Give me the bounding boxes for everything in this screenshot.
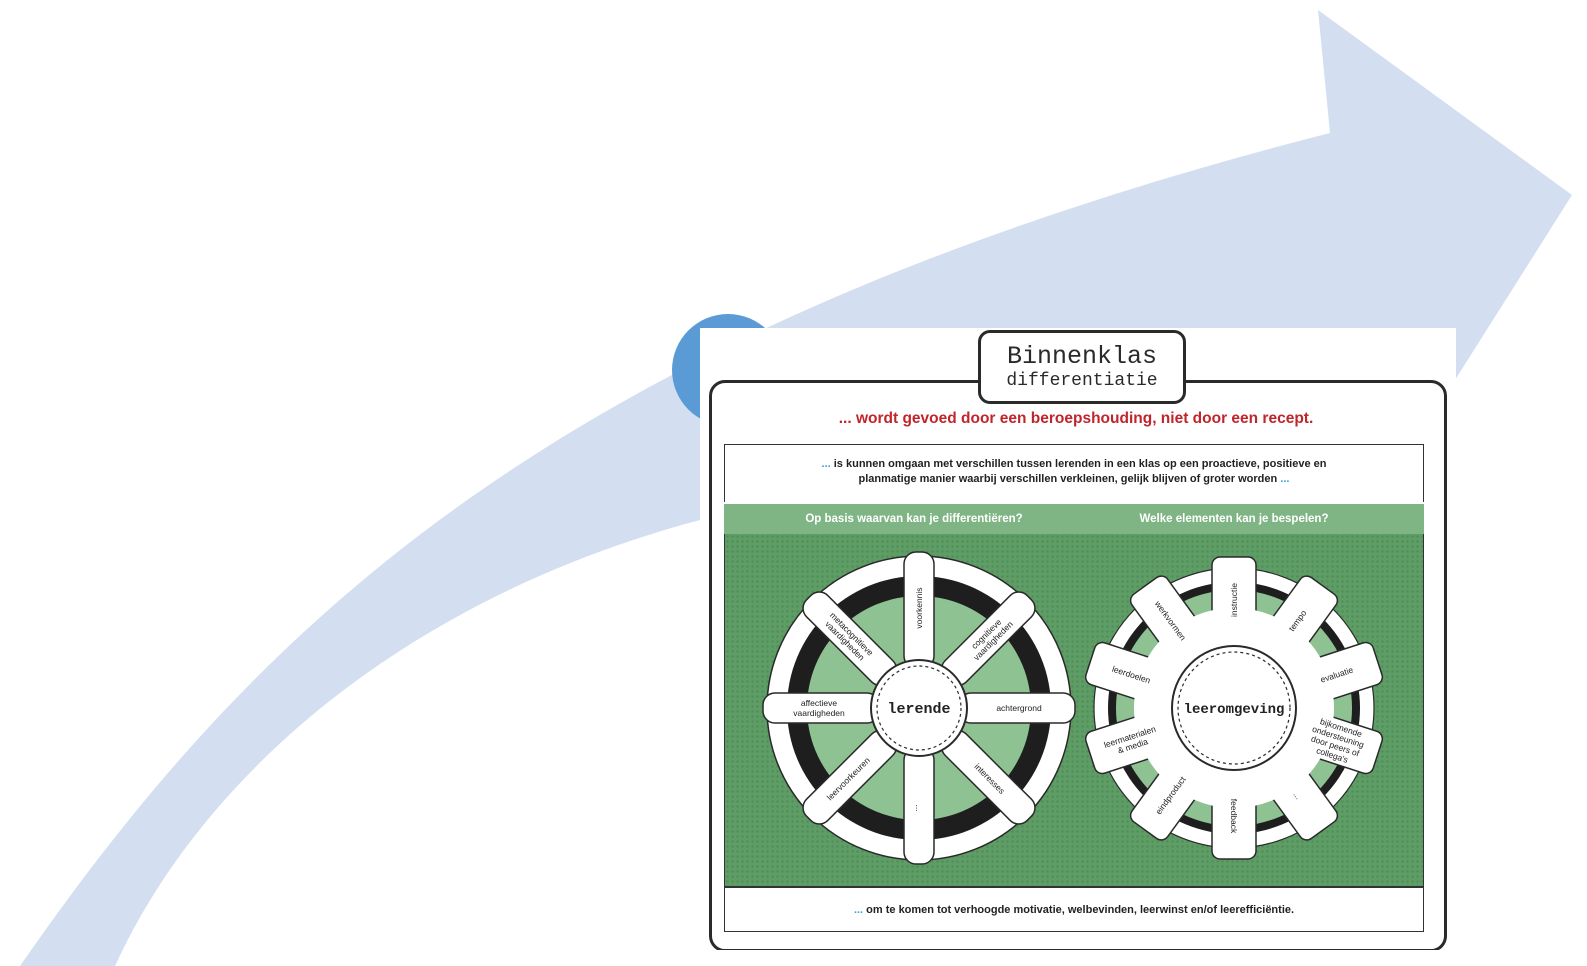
ellipsis-end: ... (1280, 473, 1290, 485)
question-right: Welke elementen kan je bespelen? (1139, 513, 1329, 525)
spoke-label: achtergrond (996, 703, 1042, 713)
gear-leeromgeving: instructietempoevaluatiebijkomendeonders… (1084, 556, 1384, 860)
footer-ellipsis: ... (853, 904, 864, 916)
title-line1: Binnenklas (1006, 342, 1158, 371)
spoke-label: voorkennis (914, 587, 924, 628)
hub-label-leeromgeving: leeromgeving (1184, 702, 1285, 718)
tooth-label: instructie (1229, 583, 1239, 617)
spoke-label: ... (914, 804, 924, 811)
poster-subtitle: ... wordt gevoed door een beroepshouding… (838, 410, 1314, 427)
definition-box: ... is kunnen omgaan met verschillen tus… (724, 444, 1424, 502)
ellipsis-start: ... (821, 458, 831, 470)
tooth-label: bijkomendeondersteuningdoor peers ofcoll… (1305, 715, 1368, 769)
poster-image: Binnenklas differentiatie ... wordt gevo… (700, 328, 1456, 950)
tooth-label: feedback (1229, 799, 1239, 834)
gears-diagram: voorkenniscognitievevaardighedenachtergr… (762, 551, 1384, 865)
footer-box: ... om te komen tot verhoogde motivatie,… (724, 886, 1424, 932)
questions-bar: Op basis waarvan kan je differentiëren? … (724, 504, 1424, 534)
gear-lerende: voorkenniscognitievevaardighedenachtergr… (762, 551, 1076, 865)
footer-text: om te komen tot verhoogde motivatie, wel… (866, 904, 1295, 916)
poster-title: Binnenklas differentiatie (978, 330, 1186, 404)
question-left: Op basis waarvan kan je differentiëren? (805, 513, 1023, 525)
title-line2: differentiatie (1006, 371, 1158, 391)
tooth-label: ... (1291, 790, 1303, 802)
definition-text: is kunnen omgaan met verschillen tussen … (833, 458, 1327, 485)
hub-label-lerende: lerende (887, 701, 950, 718)
